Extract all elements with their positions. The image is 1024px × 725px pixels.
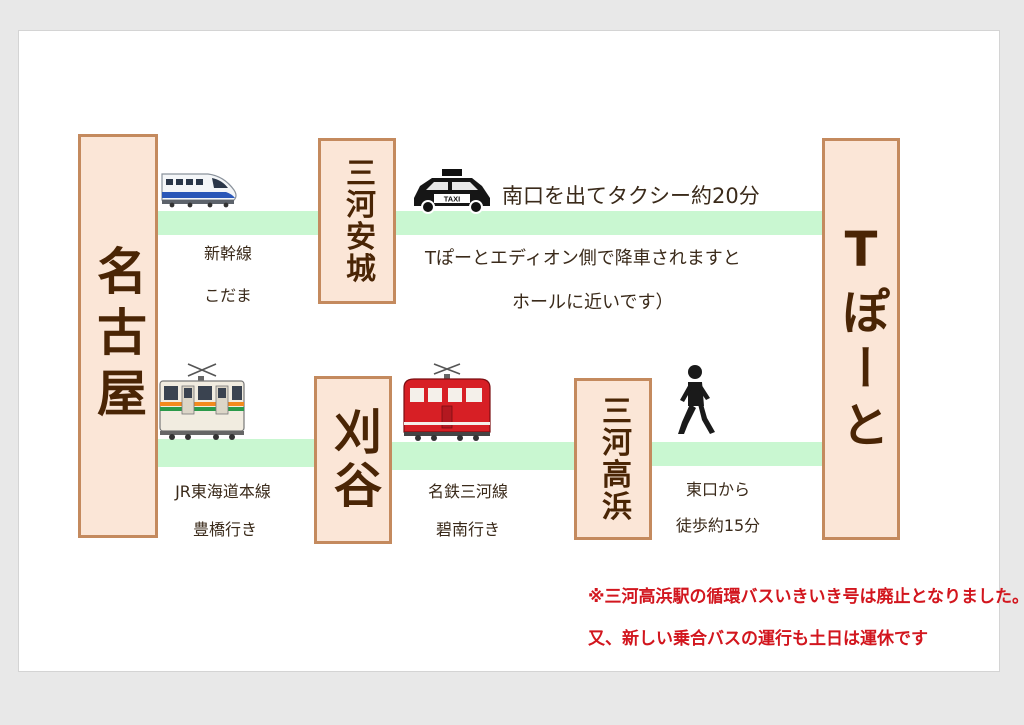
taxi-note-line2: ホールに近いです） [512,292,674,313]
route-line-walk [652,442,822,466]
station-name-kariya: 刈谷 [325,407,381,513]
station-name-mikawa-anjo: 三河安城 [340,157,375,285]
meitetsu-train-icon [403,363,491,441]
station-name-nagoya: 名古屋 [89,244,147,428]
station-name-tpoto: Tぽーと [833,221,889,457]
station-name-mikawa-takahama: 三河高浜 [596,395,631,523]
notice-bus-discontinued: ※三河高浜駅の循環バスいきいき号は廃止となりました。 [588,587,1024,607]
label-walk-time: 徒歩約15分 [675,516,761,535]
label-walk-exit: 東口から [685,480,750,499]
taxi-sign-text: TAXI [444,195,461,204]
jr-train-icon [159,363,245,440]
station-mikawa-anjo: 三河安城 [318,138,396,304]
route-line-meitetsu [392,442,574,470]
taxi-icon: TAXI [414,169,490,214]
route-line-shinkansen [158,211,320,235]
station-tpoto: Tぽーと [822,138,900,540]
taxi-route-text: 南口を出てタクシー約20分 [502,184,760,208]
shinkansen-train-icon [161,173,237,208]
route-line-jr [158,439,316,467]
label-shinkansen-line: 新幹線 [203,244,252,263]
taxi-note-line1: Tぽーとエディオン側で降車されますと [425,248,741,269]
label-jr-destination: 豊橋行き [192,520,257,539]
route-line-taxi [396,211,822,235]
walking-person-icon [678,365,715,434]
station-nagoya: 名古屋 [78,134,158,538]
label-meitetsu-destination: 碧南行き [435,520,500,539]
label-meitetsu-line: 名鉄三河線 [427,482,508,501]
station-mikawa-takahama: 三河高浜 [574,378,652,540]
label-shinkansen-train: こだま [204,286,252,305]
notice-bus-weekend: 又、新しい乗合バスの運行も土日は運休です [588,629,928,649]
station-kariya: 刈谷 [314,376,392,544]
label-jr-line: JR東海道本線 [175,482,271,501]
